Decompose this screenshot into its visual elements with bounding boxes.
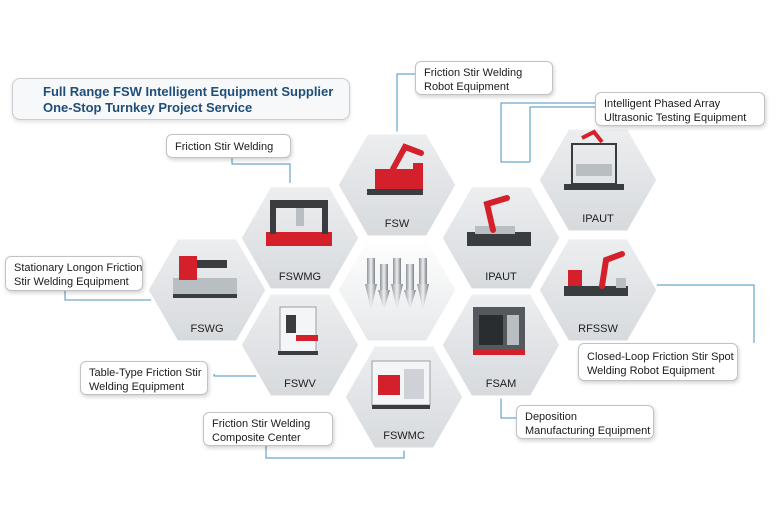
callout-fswg-line-1: Stationary Longon Friction [14,262,143,274]
callout-fswmc-line-2: Composite Center [212,432,301,444]
connector-rfssw [656,284,755,343]
hexagon-fsw: FSW [335,131,459,239]
hexagon-label-fsam: FSAM [486,378,517,390]
hexagon-fswmg: FSWMG [238,184,362,292]
hexagon-center [335,236,459,344]
callout-fswv: Table-Type Friction Stir Welding Equipme… [80,361,208,395]
table-type-machine-icon [278,306,318,355]
gantry-robot-machine-icon [367,143,424,195]
callout-fswv-line-2: Welding Equipment [89,381,185,393]
hexagon-label-rfssw: RFSSW [578,323,618,335]
callout-fswmc-line-1: Friction Stir Welding [212,418,311,430]
callout-fswg-line-2: Stir Welding Equipment [14,276,129,288]
ultrasonic-testing-robot-cell-icon [564,129,624,190]
hexagon-label-ipaut-mid: IPAUT [485,271,517,283]
hexagon-fswmc: FSWMC [342,343,466,451]
hexagon-fsam: FSAM [439,291,563,399]
hexagon-rfssw: RFSSW [536,236,660,344]
composite-center-icon [371,360,431,409]
connector-ipaut [500,102,595,163]
callout-fsw-robot-line-1: Friction Stir Welding [424,67,523,79]
robot-arm-cell-icon [467,195,531,246]
hexagon-label-fswg: FSWG [191,323,224,335]
callout-fsw: Friction Stir Welding [166,134,291,158]
callout-ipaut-line-2: Ultrasonic Testing Equipment [604,112,747,124]
header-title-box: Full Range FSW Intelligent Equipment Sup… [12,78,350,120]
callout-ipaut-line-1: Intelligent Phased Array [604,98,721,110]
callout-rfssw-line-2: Welding Robot Equipment [587,365,715,377]
connector-ipaut-2 [529,106,595,162]
longitudinal-welding-machine-icon [173,256,237,298]
callout-fsw-robot: Friction Stir Welding Robot Equipment [415,61,553,95]
callout-rfssw-line-1: Closed-Loop Friction Stir Spot [587,351,734,363]
callout-fsam: Deposition Manufacturing Equipment [516,405,654,439]
callout-fsw-line-1: Friction Stir Welding [175,141,274,153]
connector-fsam [500,394,516,419]
connector-fsw-robot [396,73,415,137]
hexagon-label-fswmg: FSWMG [279,271,321,283]
callout-fswv-line-1: Table-Type Friction Stir [89,367,202,379]
spot-welding-robot-icon [564,251,628,296]
connector-fsw [231,158,291,183]
hexagon-label-fswv: FSWV [284,378,316,390]
callout-fswmc: Friction Stir Welding Composite Center [203,412,333,446]
hexagon-label-fswmc: FSWMC [383,430,425,442]
hexagon-ipaut-mid: IPAUT [439,184,563,292]
callout-fsam-line-1: Deposition [525,411,577,423]
title-line-1: Full Range FSW Intelligent Equipment Sup… [43,84,334,99]
callout-fsam-line-2: Manufacturing Equipment [525,425,651,437]
connector-fswg [64,291,165,301]
friction-stir-tools-icon [365,258,429,310]
hexagon-label-fsw: FSW [385,218,410,230]
callout-rfssw: Closed-Loop Friction Stir Spot Welding R… [578,343,738,381]
hexagon-label-ipaut-top: IPAUT [582,213,614,225]
callout-fsw-robot-line-2: Robot Equipment [424,81,509,93]
callout-ipaut: Intelligent Phased Array Ultrasonic Test… [595,92,765,126]
callout-fswg: Stationary Longon Friction Stir Welding … [5,256,143,291]
title-line-2: One-Stop Turnkey Project Service [43,100,253,115]
hexagon-fswg: FSWG [145,236,269,344]
gantry-machine-icon [266,200,332,246]
hexagon-fswv: FSWV [238,291,362,399]
hexagon-ipaut-top: IPAUT [536,126,660,234]
deposition-enclosure-icon [473,307,525,355]
